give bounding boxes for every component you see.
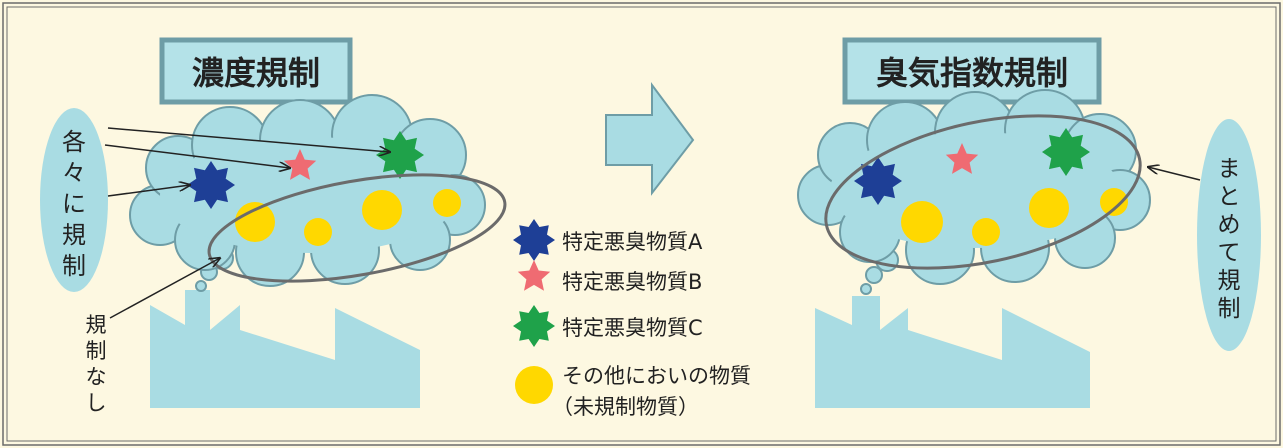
right-substance-b-star [945, 143, 979, 174]
right-title: 臭気指数規制 [876, 54, 1068, 92]
right-side-char-2: め [1218, 212, 1241, 238]
left-substance-a-star [187, 161, 235, 209]
left-side-char-0: 各 [62, 128, 86, 156]
legend-c-star-icon [513, 305, 555, 347]
legend-a-star-icon [513, 219, 555, 261]
transition-arrow-icon [605, 81, 695, 196]
left-arrow-no-reg [109, 258, 220, 319]
left-substance-c-star [376, 131, 424, 179]
left-title-box [159, 37, 353, 105]
right-all-ellipse [824, 114, 1142, 270]
left-side-char-1: 々 [62, 159, 86, 187]
left-factory [150, 292, 420, 408]
left-title: 濃度規制 [192, 54, 320, 92]
legend-other-label-2: （未規制物質） [552, 395, 699, 419]
right-side-char-1: と [1218, 184, 1241, 210]
right-side-char-3: て [1218, 240, 1241, 266]
left-side-char-2: に [62, 190, 86, 218]
right-panel: 臭気指数規制 [797, 37, 1261, 408]
no-reg-char-3: し [86, 391, 107, 415]
legend-a-label: 特定悪臭物質A [562, 230, 703, 254]
right-factory [815, 296, 1090, 408]
right-side-char-4: 規 [1218, 268, 1241, 294]
legend: 特定悪臭物質A 特定悪臭物質B 特定悪臭物質C その他においの物質 （未規制物質… [513, 219, 751, 419]
left-arrow-to-a [107, 185, 190, 197]
left-panel: 濃度規制 各 々 に 規 制 [40, 37, 507, 415]
right-arrow-to-ellipse [1148, 167, 1201, 181]
left-other-dot [304, 218, 332, 246]
left-unregulated-ellipse [207, 173, 507, 283]
inner-frame [6, 6, 1277, 442]
left-arrow-to-c [107, 127, 390, 152]
left-side-char-4: 制 [62, 252, 86, 280]
legend-b-label: 特定悪臭物質B [562, 270, 702, 294]
right-other-dot [901, 201, 943, 243]
right-smoke-puff [860, 283, 872, 295]
left-arrow-to-b [104, 144, 290, 168]
no-reg-char-1: 制 [86, 339, 107, 363]
left-other-dot [362, 190, 402, 230]
left-other-dot [235, 202, 275, 242]
legend-c-label: 特定悪臭物質C [562, 316, 703, 340]
right-smoke-puff [865, 266, 883, 284]
right-substance-c-star [1042, 128, 1090, 176]
no-reg-char-2: な [86, 365, 107, 389]
left-smoke-puff [195, 280, 207, 292]
left-side-char-3: 規 [62, 221, 86, 249]
no-reg-char-0: 規 [86, 313, 107, 337]
left-side-ellipse [40, 108, 108, 292]
right-side-ellipse [1197, 119, 1261, 351]
legend-other-label-1: その他においの物質 [562, 364, 751, 388]
right-side-char-0: ま [1218, 156, 1241, 182]
right-other-dot [1100, 188, 1128, 216]
right-other-dot [972, 218, 1000, 246]
right-substance-a-star [854, 157, 902, 205]
left-substance-b-star [283, 149, 317, 180]
left-chimney [185, 290, 210, 298]
right-other-dot [1029, 188, 1069, 228]
legend-other-dot-icon [515, 366, 553, 404]
left-other-dot [433, 189, 461, 217]
right-side-char-5: 制 [1218, 296, 1241, 322]
legend-b-star-icon [517, 260, 551, 291]
